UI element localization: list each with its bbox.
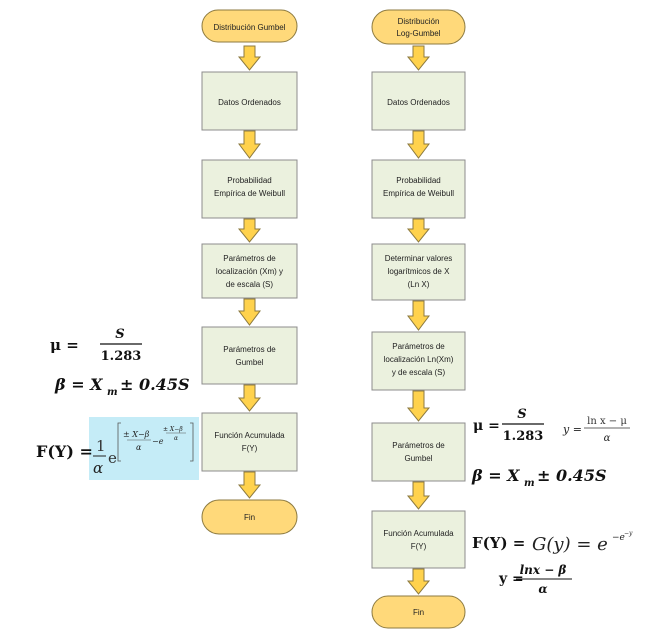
- y2-lhs: y =: [498, 571, 524, 587]
- right-step-logaritmos-label-2: logarítmicos de X: [388, 267, 450, 276]
- fy-highlight: [89, 417, 199, 480]
- mu-right-denominator: 1.283: [503, 429, 544, 444]
- right-start-label-2: Log-Gumbel: [396, 29, 440, 38]
- left-step-weibull-label-1: Probabilidad: [227, 176, 271, 185]
- right-arrow-7: [406, 568, 431, 595]
- left-step-datos: [201, 71, 298, 131]
- fy-lhs: F(Y) =: [36, 442, 93, 461]
- right-step-funcion: [371, 510, 466, 569]
- left-step-funcion-label-1: Función Acumulada: [214, 431, 285, 440]
- right-arrow-2: [407, 130, 430, 159]
- g-exponent: −e: [612, 533, 625, 543]
- right-arrow-3: [406, 218, 431, 243]
- right-step-logaritmos-label-1: Determinar valores: [385, 254, 453, 263]
- left-step-weibull-label-2: Empírica de Weibull: [214, 189, 285, 198]
- left-arrow-1: [237, 45, 262, 71]
- right-step-localizacion-label-2: localización Ln(Xm): [384, 355, 454, 364]
- right-arrow-1: [406, 45, 431, 71]
- right-step-gumbel: [371, 422, 466, 482]
- fy-exp-a: ± X−β: [123, 430, 150, 439]
- mu-numerator: S: [115, 327, 124, 342]
- left-start-terminal: [201, 9, 298, 43]
- g-exponent-2: −y: [624, 530, 633, 537]
- right-step-gumbel-label-1: Parámetros de: [392, 441, 445, 450]
- right-start-label-1: Distribución: [398, 17, 440, 26]
- left-formulas: μ = S 1.283 β = X m ± 0.45S F(Y) = 1 α e…: [36, 327, 199, 480]
- beta-lhs: β = X: [54, 375, 103, 394]
- mu-right-numerator: S: [517, 407, 526, 422]
- y2-denominator: α: [538, 582, 547, 596]
- mu-denominator: 1.283: [101, 349, 142, 364]
- right-step-datos-label: Datos Ordenados: [387, 98, 450, 107]
- right-flow: Distribución Log-Gumbel Datos Ordenados …: [371, 9, 466, 629]
- left-arrow-3: [237, 218, 262, 243]
- y-denominator: α: [604, 433, 611, 444]
- right-step-localizacion-label-1: Parámetros de: [392, 342, 445, 351]
- beta-subscript: m: [107, 387, 118, 398]
- mu-lhs: μ =: [50, 336, 79, 354]
- right-arrow-5: [406, 390, 431, 422]
- right-step-weibull: [371, 159, 466, 219]
- mu-right-lhs: μ =: [473, 418, 500, 434]
- beta-right-rest: ± 0.45S: [537, 466, 607, 485]
- fy-alpha: α: [93, 459, 103, 477]
- left-end-terminal: [201, 499, 298, 535]
- right-end-terminal: [371, 595, 466, 629]
- fy-exp-c: ± X−β: [163, 426, 183, 433]
- right-step-datos: [371, 71, 466, 131]
- right-step-logaritmos: [371, 243, 466, 301]
- fy-one: 1: [96, 437, 106, 455]
- g-rhs: G(y) = e: [532, 534, 608, 555]
- left-step-gumbel: [201, 326, 298, 385]
- y-lhs: y =: [562, 423, 582, 436]
- left-step-localizacion-label-1: Parámetros de: [223, 254, 276, 263]
- left-arrow-5: [237, 384, 262, 412]
- right-end-label: Fin: [413, 608, 424, 617]
- left-step-gumbel-label-2: Gumbel: [235, 358, 263, 367]
- g-lhs: F(Y) =: [472, 534, 525, 552]
- right-step-weibull-label-2: Empírica de Weibull: [383, 189, 454, 198]
- fy-bracket-right: [190, 422, 194, 462]
- left-step-localizacion-label-3: de escala (S): [226, 280, 273, 289]
- y-numerator: ln x − μ: [587, 416, 627, 427]
- fy-bracket-left: [117, 422, 121, 462]
- left-step-weibull: [201, 159, 298, 219]
- right-arrow-4: [407, 300, 430, 331]
- right-arrow-6: [406, 481, 431, 510]
- fy-exp-a-den: α: [136, 443, 142, 452]
- right-step-funcion-label-2: F(Y): [411, 542, 427, 551]
- fy-exp-b: −e: [152, 437, 164, 446]
- right-step-weibull-label-1: Probabilidad: [396, 176, 440, 185]
- fy-e: e: [108, 449, 117, 467]
- left-step-gumbel-label-1: Parámetros de: [223, 345, 276, 354]
- right-step-gumbel-label-2: Gumbel: [404, 454, 432, 463]
- left-arrow-4: [238, 298, 261, 326]
- right-step-localizacion-label-3: y de escala (S): [392, 368, 446, 377]
- left-arrow-2: [238, 130, 261, 159]
- beta-right-lhs: β = X: [471, 466, 520, 485]
- left-start-label: Distribución Gumbel: [213, 23, 285, 32]
- left-step-funcion: [201, 412, 298, 472]
- beta-right-subscript: m: [524, 478, 535, 489]
- left-flow: Distribución Gumbel Datos Ordenados Prob…: [201, 9, 298, 535]
- y2-numerator: lnx − β: [520, 563, 567, 577]
- beta-rest: ± 0.45S: [120, 375, 190, 394]
- right-start-terminal: [371, 9, 466, 45]
- right-step-logaritmos-label-3: (Ln X): [408, 280, 430, 289]
- fy-exp-c-den: α: [174, 435, 178, 442]
- left-step-localizacion: [201, 243, 298, 299]
- left-arrow-6: [237, 471, 262, 499]
- left-step-funcion-label-2: F(Y): [242, 444, 258, 453]
- left-end-label: Fin: [244, 513, 255, 522]
- right-step-localizacion: [371, 331, 466, 391]
- right-step-funcion-label-1: Función Acumulada: [383, 529, 454, 538]
- left-step-localizacion-label-2: localización (Xm) y: [216, 267, 283, 276]
- left-step-datos-label: Datos Ordenados: [218, 98, 281, 107]
- right-formulas: μ = S 1.283 y = ln x − μ α β = X m ± 0.4…: [471, 407, 633, 596]
